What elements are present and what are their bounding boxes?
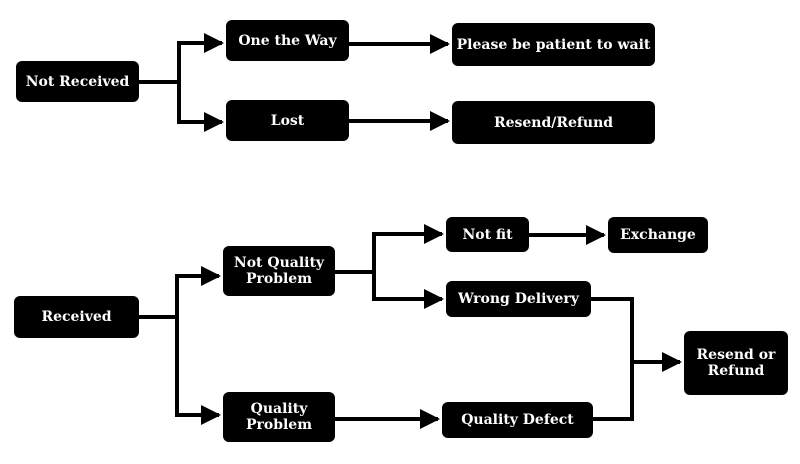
node-quality-defect: Quality Defect: [442, 402, 593, 438]
node-not-received: Not Received: [16, 61, 139, 102]
connector-to-on-the-way: [177, 33, 224, 82]
connector-to-wrong-delivery: [372, 272, 444, 309]
node-exchange: Exchange: [608, 217, 708, 253]
connector-to-quality: [175, 317, 221, 425]
node-received: Received: [14, 296, 139, 338]
connector-to-lost: [177, 82, 224, 132]
node-not-quality-problem: Not Quality Problem: [223, 246, 335, 296]
node-lost: Lost: [226, 100, 349, 141]
node-please-wait: Please be patient to wait: [452, 23, 655, 66]
node-on-the-way: One the Way: [226, 20, 349, 61]
node-resend-refund-top: Resend/Refund: [452, 101, 655, 144]
node-resend-or-refund: Resend or Refund: [684, 331, 788, 395]
connector-to-not-fit: [372, 224, 444, 272]
node-quality-problem: Quality Problem: [223, 392, 335, 442]
connector-wrong-delivery-merge: [591, 297, 634, 421]
node-wrong-delivery: Wrong Delivery: [446, 281, 591, 317]
node-not-fit: Not fit: [446, 217, 529, 252]
connector-to-not-quality: [175, 266, 221, 317]
